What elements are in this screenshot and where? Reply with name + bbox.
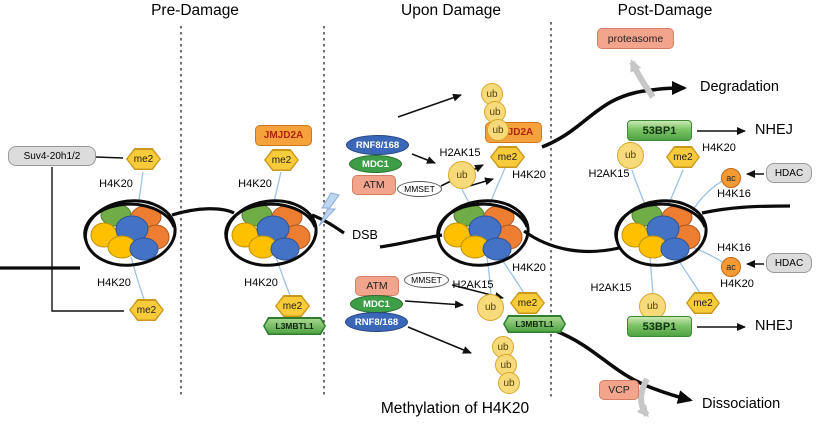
mmset-oval: MMSET bbox=[397, 181, 442, 197]
proteasome-box: proteasome bbox=[597, 28, 674, 49]
h4k20-label: H4K20 bbox=[720, 278, 754, 290]
h4k20-label: H4K20 bbox=[99, 178, 133, 190]
me2-label: me2 bbox=[127, 149, 160, 169]
hollow-arrows bbox=[629, 59, 656, 418]
me2-mark: me2 bbox=[510, 292, 545, 314]
ac-mark: ac bbox=[721, 168, 741, 188]
hdac-box: HDAC bbox=[766, 163, 812, 183]
h4k20-label: H4K20 bbox=[702, 142, 736, 154]
nhej-label: NHEJ bbox=[755, 122, 793, 138]
me2-mark: me2 bbox=[264, 149, 299, 171]
degradation-label: Degradation bbox=[700, 79, 779, 95]
mmset-oval: MMSET bbox=[404, 272, 449, 288]
h4k16-label: H4K16 bbox=[717, 188, 751, 200]
me2-label: me2 bbox=[276, 296, 309, 316]
l3mbtl1-box: L3MBTL1 bbox=[263, 317, 326, 335]
h4k16-label: H4K16 bbox=[717, 242, 751, 254]
h4k20-label: H4K20 bbox=[512, 262, 546, 274]
lightning-bolt-icon bbox=[318, 192, 340, 227]
ub-mark: ub bbox=[492, 336, 514, 358]
mdc1-oval: MDC1 bbox=[350, 295, 403, 313]
me2-label: me2 bbox=[130, 300, 163, 320]
nhej-label: NHEJ bbox=[755, 318, 793, 334]
h4k20-label: H4K20 bbox=[238, 178, 272, 190]
53bp1-box: 53BP1 bbox=[627, 120, 692, 141]
ub-mark: ub bbox=[639, 293, 666, 320]
dissociation-label: Dissociation bbox=[702, 396, 781, 412]
h4k20-label: H4K20 bbox=[97, 277, 131, 289]
me2-mark: me2 bbox=[275, 295, 310, 317]
rnf8-168-oval: RNF8/168 bbox=[346, 135, 409, 155]
rnf8-168-oval: RNF8/168 bbox=[345, 312, 408, 332]
53bp1-box: 53BP1 bbox=[627, 316, 692, 337]
l3mbtl1-box: L3MBTL1 bbox=[503, 315, 566, 333]
suv420-enzyme-box: Suv4-20h1/2 bbox=[8, 146, 96, 166]
me2-mark: me2 bbox=[490, 146, 525, 168]
atm-box: ATM bbox=[355, 276, 399, 296]
jmjd2a-enzyme-box: JMJD2A bbox=[255, 125, 312, 146]
l3mbtl1-label: L3MBTL1 bbox=[504, 316, 565, 332]
section-title-pre-damage: Pre-Damage bbox=[151, 2, 239, 19]
mdc1-oval: MDC1 bbox=[349, 155, 402, 173]
me2-label: me2 bbox=[687, 293, 719, 313]
figure-caption: Methylation of H4K20 bbox=[380, 400, 530, 417]
ub-mark: ub bbox=[487, 119, 509, 141]
section-title-upon-damage: Upon Damage bbox=[401, 2, 501, 19]
hdac-box: HDAC bbox=[766, 253, 812, 273]
me2-label: me2 bbox=[491, 147, 524, 167]
h2ak15-label: H2AK15 bbox=[439, 147, 481, 159]
atm-box: ATM bbox=[352, 175, 396, 195]
h2ak15-label: H2AK15 bbox=[452, 279, 494, 291]
h4k20-label: H4K20 bbox=[512, 169, 546, 181]
h2ak15-label: H2AK15 bbox=[588, 168, 630, 180]
ub-mark: ub bbox=[448, 161, 476, 189]
me2-mark: me2 bbox=[126, 148, 161, 170]
ac-mark: ac bbox=[721, 257, 741, 277]
me2-label: me2 bbox=[511, 293, 544, 313]
dna-strand bbox=[0, 204, 791, 270]
nucleosome bbox=[221, 194, 322, 272]
section-title-post-damage: Post-Damage bbox=[617, 2, 713, 19]
nucleosome bbox=[80, 194, 181, 272]
ub-mark: ub bbox=[498, 372, 520, 394]
vcp-box: VCP bbox=[599, 380, 639, 400]
h4k20-label: H4K20 bbox=[244, 277, 278, 289]
me2-mark: me2 bbox=[666, 146, 700, 168]
h2ak15-label: H2AK15 bbox=[590, 282, 632, 294]
ub-mark: ub bbox=[477, 294, 504, 321]
suv420-connector-lines bbox=[51, 156, 124, 312]
l3mbtl1-label: L3MBTL1 bbox=[264, 318, 325, 334]
nucleosome bbox=[433, 194, 534, 272]
me2-label: me2 bbox=[265, 150, 298, 170]
ub-mark: ub bbox=[617, 142, 644, 169]
me2-mark: me2 bbox=[686, 292, 720, 314]
dsb-label: DSB bbox=[352, 228, 378, 242]
me2-label: me2 bbox=[667, 147, 699, 167]
me2-mark: me2 bbox=[129, 299, 164, 321]
